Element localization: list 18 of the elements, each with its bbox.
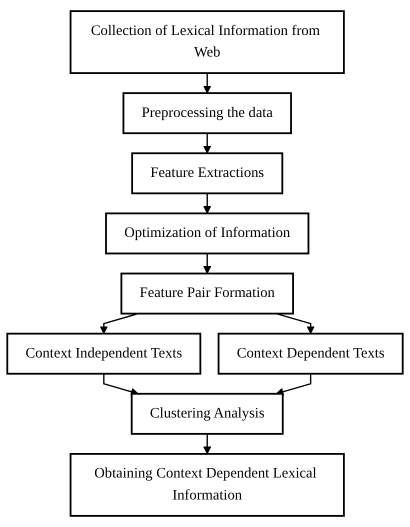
node-box: Obtaining Context Dependent Lexical Information bbox=[70, 453, 345, 517]
arrow bbox=[103, 374, 139, 396]
node-box: Feature Pair Formation bbox=[120, 272, 294, 315]
node-box: Context Independent Texts bbox=[6, 332, 202, 375]
arrow bbox=[100, 312, 138, 334]
arrow bbox=[203, 253, 212, 274]
node-box: Clustering Analysis bbox=[130, 392, 284, 435]
node-box: Context Dependent Texts bbox=[218, 332, 404, 375]
node-box: Preprocessing the data bbox=[122, 92, 292, 134]
arrow bbox=[203, 73, 212, 94]
node-box: Collection of Lexical Information from Web bbox=[70, 10, 345, 74]
arrow bbox=[276, 312, 315, 334]
arrow bbox=[203, 133, 212, 154]
arrow bbox=[203, 193, 212, 214]
arrow bbox=[203, 434, 212, 454]
arrow bbox=[276, 374, 312, 396]
node-box: Feature Extractions bbox=[131, 152, 284, 194]
node-box: Optimization of Information bbox=[105, 212, 310, 254]
